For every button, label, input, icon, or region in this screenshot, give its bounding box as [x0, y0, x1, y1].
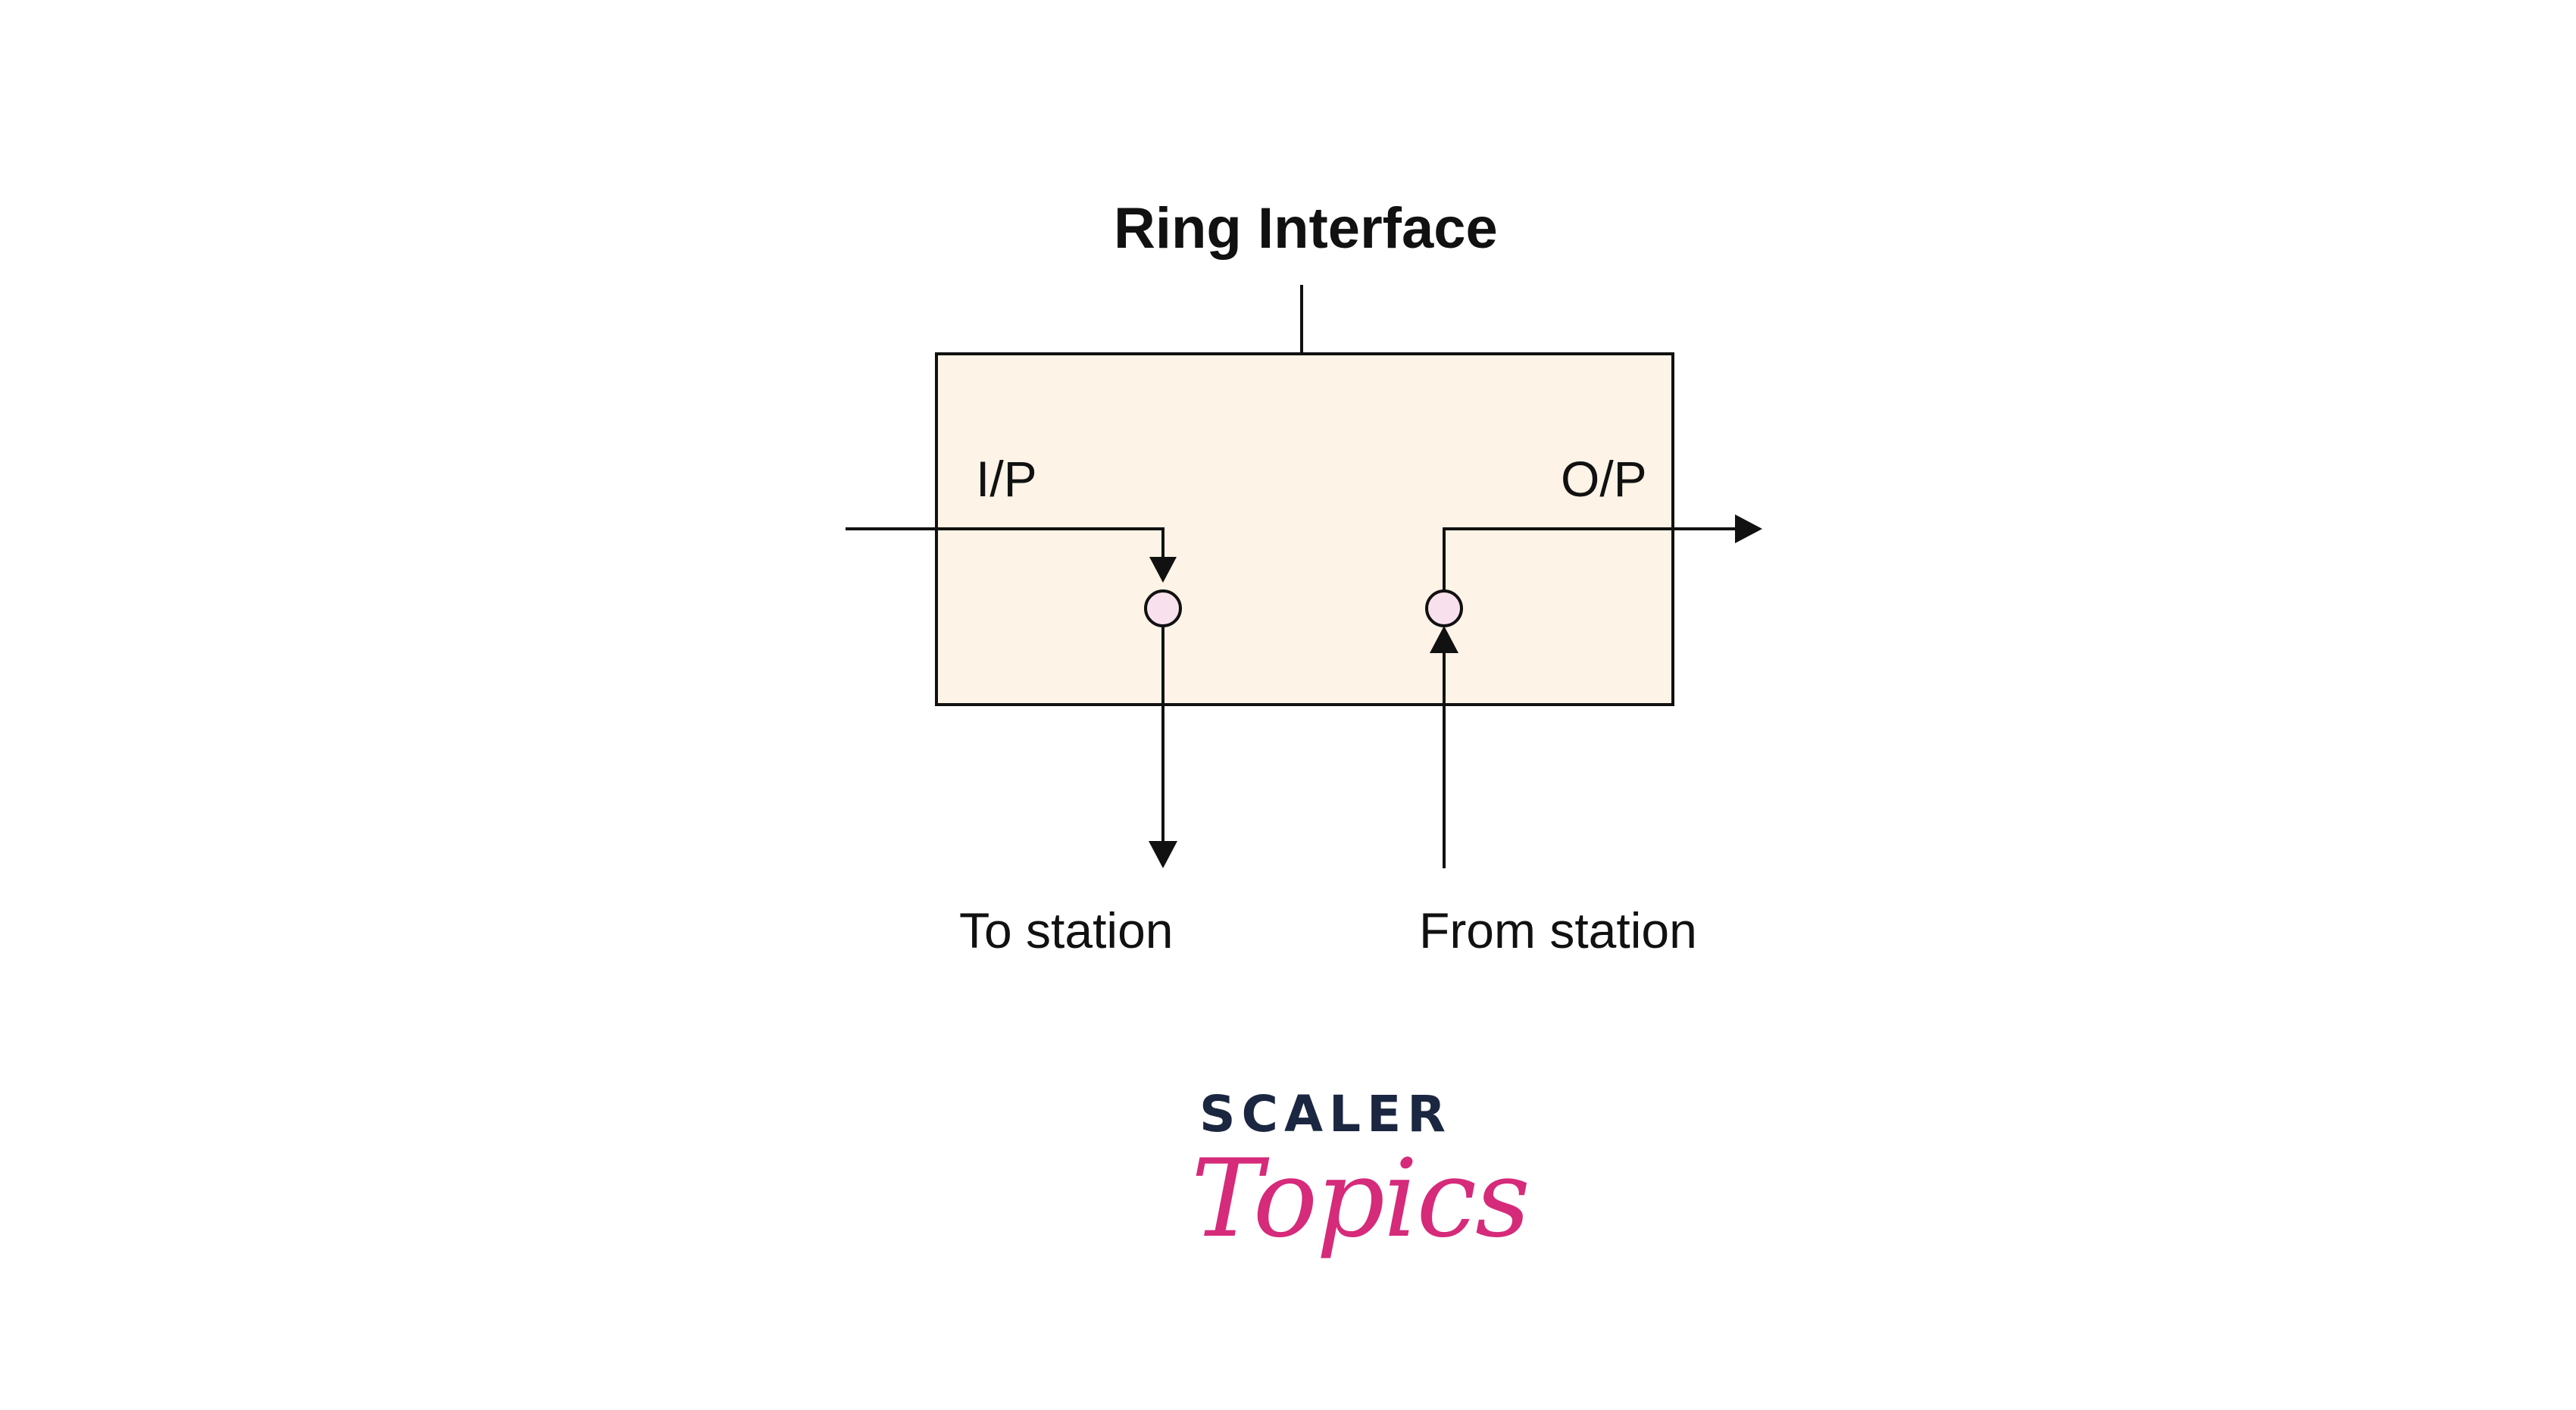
input-line [846, 527, 1165, 557]
input-port-label: I/P [976, 451, 1037, 507]
input-arrowhead [1149, 557, 1177, 583]
output-port-label: O/P [1561, 451, 1647, 507]
to-station-label: To station [959, 902, 1174, 958]
from-station-label: From station [1419, 902, 1697, 958]
logo-wordmark-top: SCALER [1199, 1085, 1452, 1143]
from-station-arrowhead [1430, 626, 1458, 653]
input-node [1144, 589, 1182, 627]
to-station-arrowhead [1149, 841, 1177, 868]
logo-wordmark-bottom: Topics [1191, 1136, 1530, 1261]
diagram-title: Ring Interface [1114, 196, 1498, 261]
output-line [1443, 527, 1735, 591]
output-node [1425, 589, 1463, 627]
output-arrowhead [1735, 514, 1762, 543]
